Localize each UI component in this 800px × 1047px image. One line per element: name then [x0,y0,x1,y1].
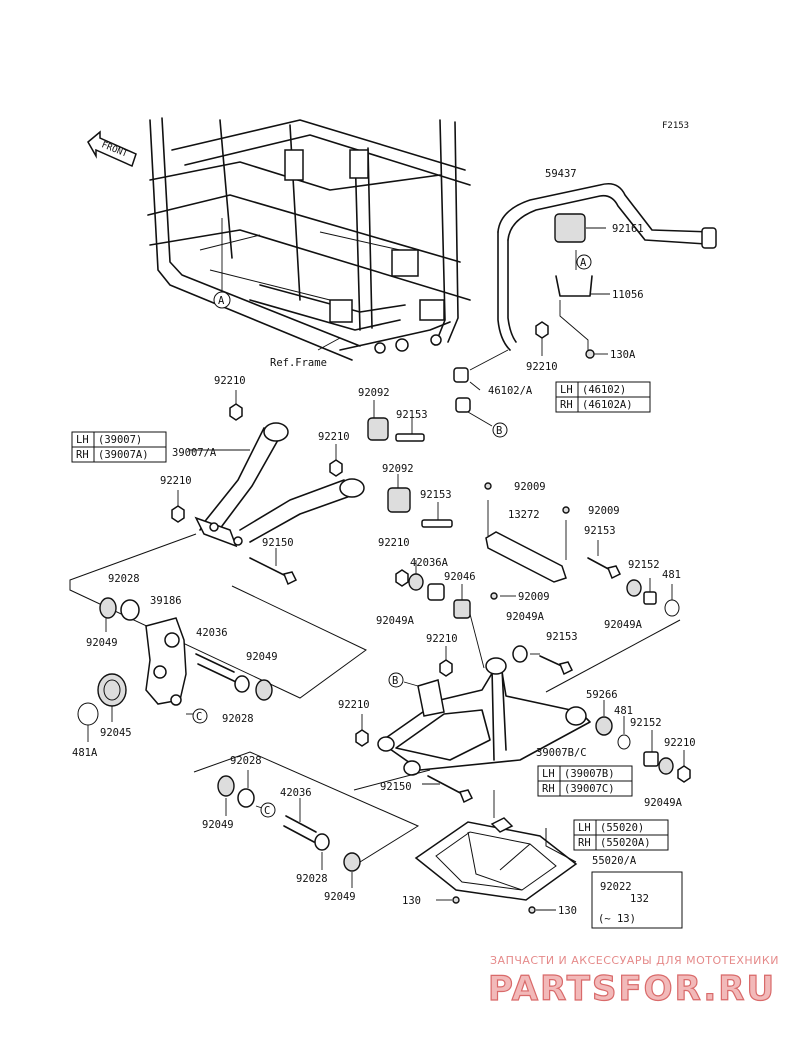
skid-guard-group [414,790,674,914]
part-92049-b: 92049 [246,651,278,663]
part-13272: 13272 [508,509,540,521]
part-92153-c: 92153 [584,525,616,537]
part-92049a-c: 92049A [506,611,545,623]
part-42036-b: 42036 [280,787,312,799]
table-lower-arm: LH (39007B) RH (39007C) [537,765,633,797]
upper-arm-group [171,390,453,586]
part-92049a-b: 92049A [376,615,415,627]
watermark: ЗАПЧАСТИ И АКСЕССУАРЫ ДЛЯ МОТОТЕХНИКИ PA… [487,954,779,1010]
part-92153-a: 92153 [396,409,428,421]
note-13: (~ 13) [598,913,636,925]
part-92153-b: 92153 [420,489,452,501]
part-92009-b: 92009 [588,505,620,517]
part-92210-e: 92210 [426,633,458,645]
watermark-line1: ЗАПЧАСТИ И АКСЕССУАРЫ ДЛЯ МОТОТЕХНИКИ [490,954,779,967]
stab-lh-tag: LH [560,384,573,396]
part-92210-stab: 92210 [526,361,558,373]
guard-lh-tag: LH [578,822,591,834]
part-92028-d: 92028 [296,873,328,885]
guard-lh-val: (55020) [600,822,644,834]
part-92028-a: 92028 [108,573,140,585]
part-92152-b: 92152 [630,717,662,729]
watermark-line2: PARTSFOR.RU [488,969,776,1009]
knuckle-group: C [69,533,367,742]
part-46102a: 46102/A [488,385,533,397]
part-92161: 92161 [612,223,644,235]
callout-a-2: A [580,257,587,269]
part-92150-a: 92150 [262,537,294,549]
part-92049a-a: 92049A [604,619,643,631]
part-42036-a: 42036 [196,627,228,639]
upper-rh-val: (39007A) [98,449,149,461]
stab-lh-val: (46102) [582,384,626,396]
part-92150-b: 92150 [380,781,412,793]
part-132: 132 [630,893,649,905]
upper-lh-tag: LH [76,434,89,446]
part-92210-c: 92210 [160,475,192,487]
part-481-a: 481 [662,569,681,581]
front-arrow-icon: FRONT [87,130,137,168]
part-42036a: 42036A [410,557,449,569]
lower-arm-group: B [353,482,691,804]
part-92028-c: 92028 [230,755,262,767]
part-92092-a: 92092 [358,387,390,399]
callout-b-2: B [392,675,398,687]
part-481-b: 481 [614,705,633,717]
lower-lh-val: (39007B) [564,768,615,780]
part-59437: 59437 [545,168,577,180]
stab-rh-tag: RH [560,399,573,411]
callout-c-2: C [264,805,270,817]
part-39007bc: 39007B/C [536,747,587,759]
part-92045: 92045 [100,727,132,739]
guard-rh-val: (55020A) [600,837,651,849]
hardware-kit-box: 92022 132 (~ 13) [591,871,683,929]
lower-lh-tag: LH [542,768,555,780]
part-92210-b: 92210 [318,431,350,443]
lower-rh-tag: RH [542,783,555,795]
part-92152-a: 92152 [628,559,660,571]
part-130-a: 130 [402,895,421,907]
guard-rh-tag: RH [578,837,591,849]
part-92049-d: 92049 [324,891,356,903]
part-39007a: 39007/A [172,447,217,459]
part-59266: 59266 [586,689,618,701]
part-92153-d: 92153 [546,631,578,643]
table-guard: LH (55020) RH (55020A) [573,819,669,851]
part-92092-b: 92092 [382,463,414,475]
part-92049-c: 92049 [202,819,234,831]
lower-rh-val: (39007C) [564,783,615,795]
part-92210-f: 92210 [664,737,696,749]
table-stab-link: LH (46102) RH (46102A) [555,381,651,413]
part-130-b: 130 [558,905,577,917]
part-55020a: 55020/A [592,855,637,867]
upper-rh-tag: RH [76,449,89,461]
figure-id: F2153 [662,121,689,131]
part-92046: 92046 [444,571,476,583]
callout-a: A [218,295,225,307]
part-92049-a: 92049 [86,637,118,649]
part-92028-b: 92028 [222,713,254,725]
stabilizer-group: A B [453,182,717,438]
part-11056: 11056 [612,289,644,301]
callout-b: B [496,425,502,437]
part-130a: 130A [610,349,636,361]
callout-c: C [196,711,202,723]
part-92009-a: 92009 [514,481,546,493]
part-481a: 481A [72,747,98,759]
upper-lh-val: (39007) [98,434,142,446]
part-92009-c: 92009 [518,591,550,603]
part-92210-g: 92210 [338,699,370,711]
part-39186: 39186 [150,595,182,607]
frame-drawing: FRONT A Ref.Frame [87,117,471,369]
part-92022: 92022 [600,881,632,893]
part-92210-a: 92210 [214,375,246,387]
table-upper-arm: LH (39007) RH (39007A) [71,431,167,463]
pivot-kit-group: C [193,751,420,888]
part-92210-d: 92210 [378,537,410,549]
part-92049a-d: 92049A [644,797,683,809]
ref-frame-label: Ref.Frame [270,357,327,369]
stab-rh-val: (46102A) [582,399,633,411]
